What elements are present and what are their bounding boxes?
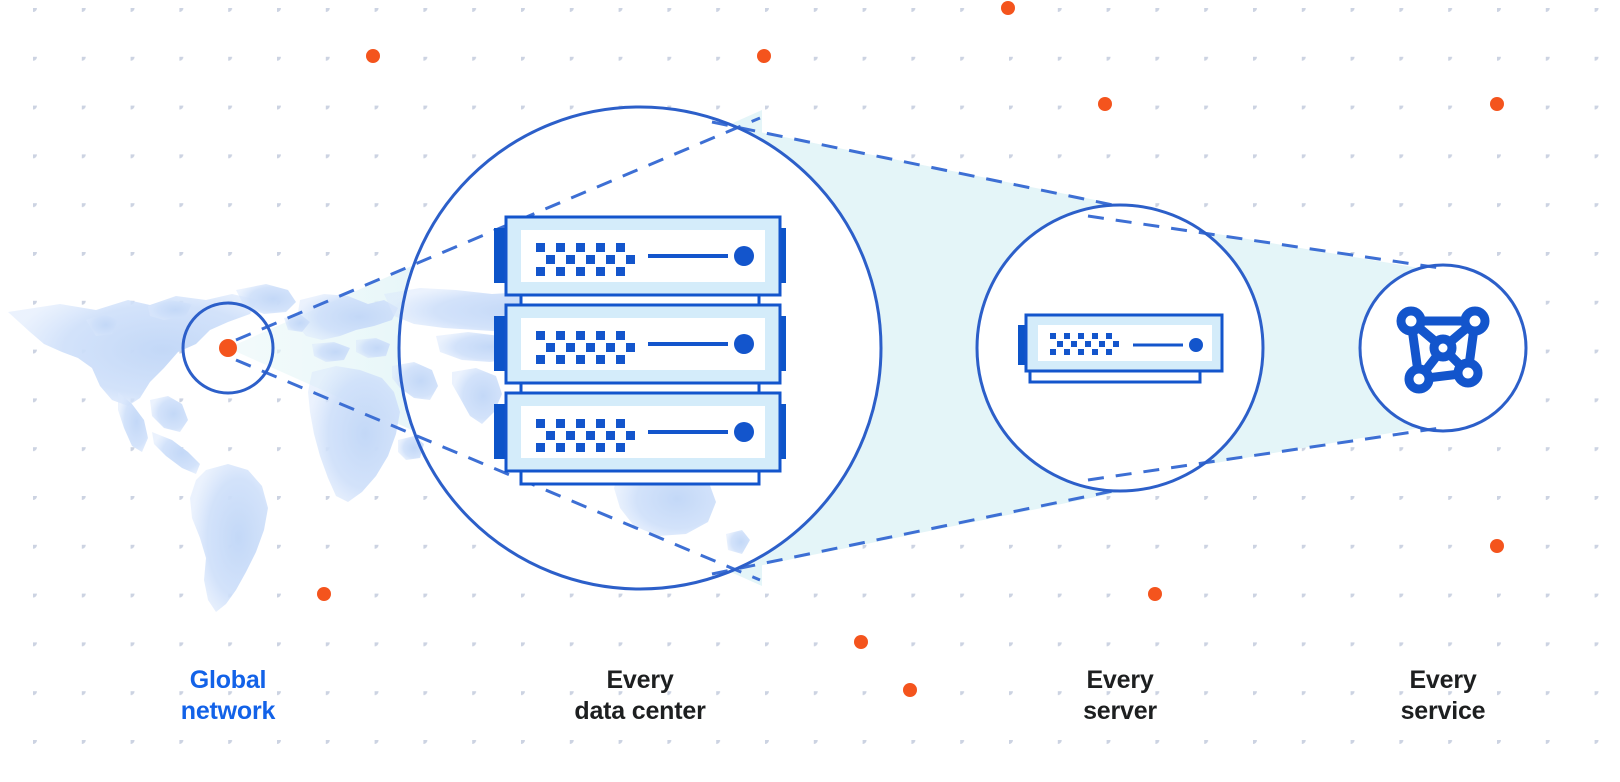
stage-label-every-service: Every service (1400, 666, 1486, 725)
server-unit (494, 303, 786, 385)
data-center-circle (397, 105, 883, 591)
service-circle (1358, 263, 1528, 433)
server-unit (494, 215, 786, 297)
europe-region-circle (181, 301, 275, 395)
orange-location-dot (219, 339, 237, 357)
server-circle (975, 203, 1265, 493)
stage-label-every-server: Every server (1083, 666, 1157, 725)
server-unit (494, 391, 786, 473)
stage-label-every-data-center: Every data center (574, 666, 706, 725)
stage-label-global-network: Global network (180, 666, 276, 725)
